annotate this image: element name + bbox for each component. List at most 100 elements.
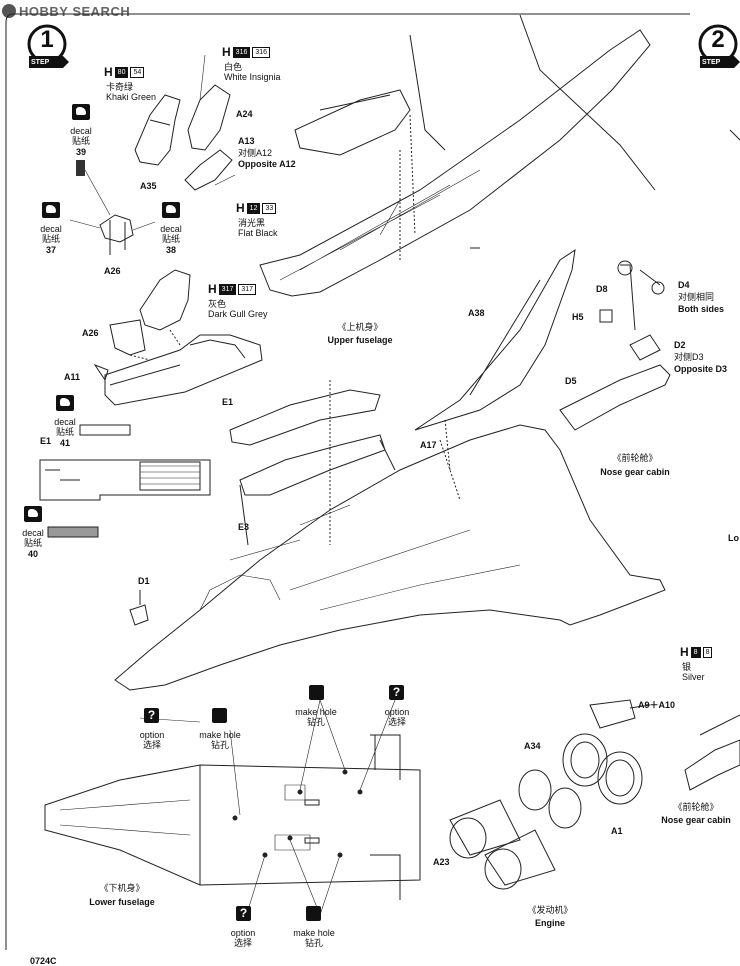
note-both-en: Both sides bbox=[678, 304, 725, 314]
option-1-zh: 选择 bbox=[142, 740, 161, 750]
vertical-part-upper bbox=[294, 89, 411, 156]
nose-gear-cabin-d5 bbox=[559, 264, 671, 431]
part-d1: D1 bbox=[138, 576, 150, 586]
decal-37-word: decal bbox=[40, 224, 62, 234]
bracket-a26 bbox=[99, 214, 134, 255]
part-d4: D4 bbox=[678, 280, 690, 290]
hole-1-zh: 钻孔 bbox=[210, 740, 229, 750]
caption-nose-en: Nose gear cabin bbox=[600, 467, 670, 477]
paint-khaki-zh: 卡奇绿 bbox=[106, 82, 134, 92]
caption-nose2-en: Nose gear cabin bbox=[661, 815, 731, 825]
part-e1-tub: E1 bbox=[222, 397, 234, 407]
option-2-en: option bbox=[384, 707, 410, 717]
step-1-circle-icon bbox=[27, 24, 69, 68]
decal-40-word: decal bbox=[22, 528, 44, 538]
decal-38-zh: 贴纸 bbox=[161, 234, 180, 244]
step-2-number: 2 bbox=[711, 26, 725, 53]
seat-part-a13 bbox=[184, 149, 233, 191]
option-icon: ? bbox=[236, 906, 251, 921]
option-3-zh: 选择 bbox=[233, 938, 252, 948]
part-a34: A34 bbox=[524, 741, 541, 751]
ejection-seat-drawing bbox=[139, 269, 191, 331]
note-opp-a12-en: Opposite A12 bbox=[238, 159, 296, 169]
step-2-badge: 2 STEP bbox=[696, 24, 740, 68]
paint-white-code: H 316 316 bbox=[222, 46, 271, 58]
step-2-label: STEP bbox=[702, 59, 721, 66]
step-1-label: STEP bbox=[31, 59, 50, 66]
caption-upper-zh: 《上机身》 bbox=[337, 322, 383, 332]
decal-40-zh: 贴纸 bbox=[23, 538, 42, 548]
option-icon: ? bbox=[389, 685, 404, 700]
decal-37-zh: 贴纸 bbox=[41, 234, 60, 244]
note-opp-d3-en: Opposite D3 bbox=[674, 364, 728, 374]
paint-silver-zh: 银 bbox=[682, 662, 692, 672]
canopy-frame bbox=[229, 389, 381, 446]
tail-fin-a38 bbox=[414, 248, 576, 431]
part-d2: D2 bbox=[674, 340, 686, 350]
part-a24: A24 bbox=[236, 109, 253, 119]
part-a1: A1 bbox=[611, 826, 623, 836]
note-opp-d3-zh: 对侧D3 bbox=[674, 352, 704, 362]
decal-strip-40 bbox=[47, 526, 99, 538]
decal-icon bbox=[42, 202, 60, 218]
part-e1-panel: E1 bbox=[40, 436, 52, 446]
seat-part-a24 bbox=[187, 84, 231, 151]
paint-black-en: Flat Black bbox=[238, 228, 278, 238]
hole-3-en: make hole bbox=[293, 928, 335, 938]
paint-silver-code: H 8 8 bbox=[680, 646, 713, 658]
part-d5: D5 bbox=[565, 376, 577, 386]
caption-engine-en: Engine bbox=[534, 918, 565, 928]
caption-engine-zh: 《发动机》 bbox=[527, 905, 573, 915]
decal-38-word: decal bbox=[160, 224, 182, 234]
decal-40-num: 40 bbox=[27, 549, 38, 559]
paint-black-zh: 消光黑 bbox=[238, 218, 266, 228]
part-a38: A38 bbox=[468, 308, 485, 318]
step-1-badge: 1 STEP bbox=[25, 24, 69, 68]
decal-icon bbox=[162, 202, 180, 218]
step-1-number: 1 bbox=[40, 26, 54, 53]
main-fuselage-drawing bbox=[114, 424, 666, 691]
caption-nose-zh: 《前轮舱》 bbox=[612, 453, 658, 463]
drill-hole-icon bbox=[309, 685, 324, 700]
part-a13: A13 bbox=[238, 136, 255, 146]
option-2-zh: 选择 bbox=[387, 717, 406, 727]
hole-1-en: make hole bbox=[199, 730, 241, 740]
hole-2-en: make hole bbox=[295, 707, 337, 717]
decal-icon bbox=[56, 395, 74, 411]
option-icon: ? bbox=[144, 708, 159, 723]
option-1-en: option bbox=[139, 730, 165, 740]
paint-khaki-code: H 80 54 bbox=[104, 66, 145, 78]
paint-gull-code: H 317 317 bbox=[208, 283, 257, 295]
page-number: 0724C bbox=[30, 956, 57, 966]
caption-upper-en: Upper fuselage bbox=[327, 335, 393, 345]
decal-icon bbox=[24, 506, 42, 522]
part-a26-top: A26 bbox=[104, 266, 121, 276]
part-a17: A17 bbox=[420, 440, 437, 450]
lower-fuselage-drawing bbox=[44, 734, 421, 900]
part-h5: H5 bbox=[572, 312, 584, 322]
part-a9-a10: A9＋A10 bbox=[638, 700, 676, 710]
caption-lower-en: Lower fuselage bbox=[89, 897, 155, 907]
drill-hole-icon bbox=[212, 708, 227, 723]
logo-text: HOBBY SEARCH bbox=[19, 3, 131, 19]
hole-3-zh: 钻孔 bbox=[304, 938, 323, 948]
page-frame bbox=[5, 13, 690, 950]
part-a23: A23 bbox=[433, 857, 450, 867]
decal-39-num: 39 bbox=[75, 147, 86, 157]
part-a26-seat: A26 bbox=[82, 328, 99, 338]
decal-41-num: 41 bbox=[59, 438, 70, 448]
decal-39-word: decal bbox=[70, 126, 92, 136]
nose-gear-cabin-2 bbox=[684, 739, 740, 791]
decal-icon bbox=[72, 104, 90, 120]
paint-white-en: White Insignia bbox=[224, 72, 281, 82]
paint-black-code: H 12 33 bbox=[236, 202, 277, 214]
cockpit-tub-e1 bbox=[104, 334, 263, 406]
part-a35: A35 bbox=[140, 181, 157, 191]
paint-gull-zh: 灰色 bbox=[208, 299, 227, 309]
wing-root-upper bbox=[409, 14, 656, 191]
decal-37-num: 37 bbox=[45, 245, 56, 255]
canopy-open-drawing bbox=[239, 434, 396, 546]
drill-hole-icon bbox=[306, 906, 321, 921]
